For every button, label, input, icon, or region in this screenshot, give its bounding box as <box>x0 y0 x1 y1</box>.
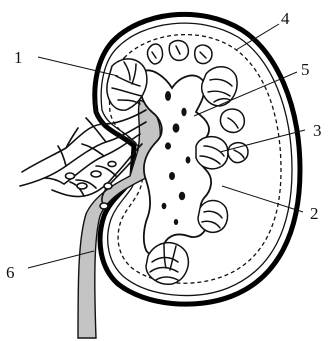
pyramid-lower-right <box>198 201 228 233</box>
pyramid-bottom <box>146 243 188 285</box>
label-2: 2 <box>310 204 319 223</box>
calyx-middle-right <box>196 137 228 169</box>
label-5: 5 <box>301 60 310 79</box>
label-3: 3 <box>313 121 322 140</box>
label-4: 4 <box>281 9 290 28</box>
label-1: 1 <box>14 48 23 67</box>
label-6: 6 <box>6 263 15 282</box>
